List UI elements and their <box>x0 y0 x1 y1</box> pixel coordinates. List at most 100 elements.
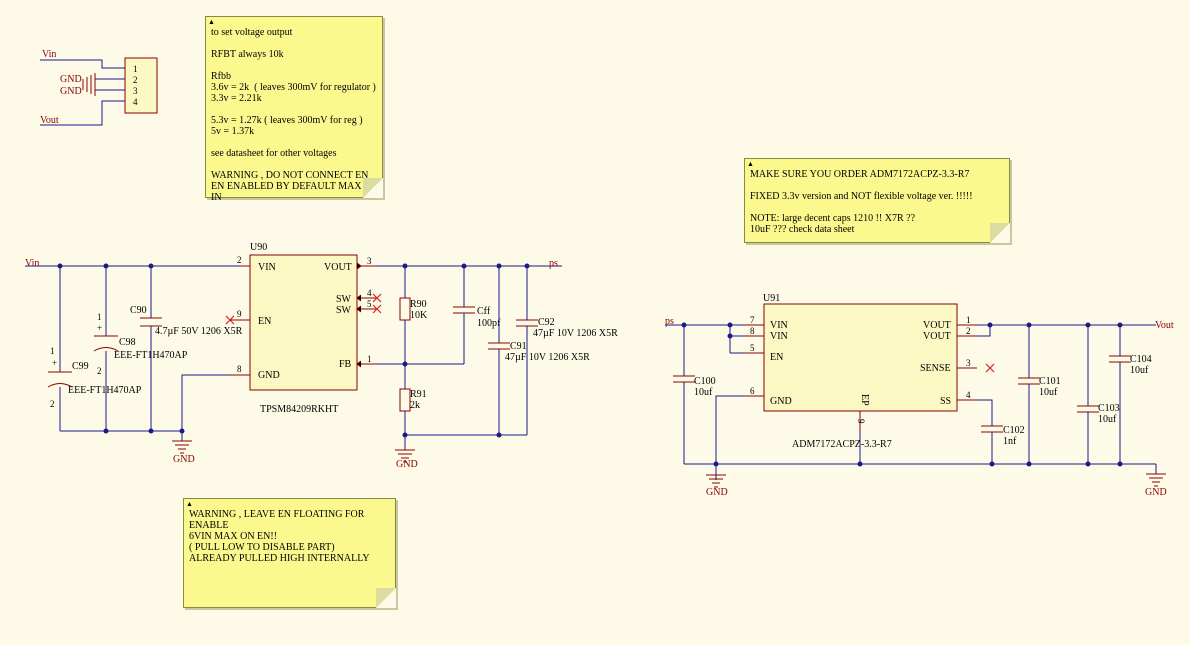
u91-pin-sense-num: 3 <box>966 358 971 368</box>
c104-value: 10uf <box>1130 365 1149 376</box>
u90-pin-en-num: 9 <box>237 309 242 319</box>
c91-value: 47µF 10V 1206 X5R <box>505 352 590 363</box>
u90-pin-en: EN <box>258 316 271 327</box>
connector-pin-4: 4 <box>133 97 138 107</box>
note-line: 3.3v = 2.21k <box>211 93 262 104</box>
u91-pin-vout1: VOUT <box>923 320 951 331</box>
svg-text:+: + <box>97 323 102 333</box>
c103-designator: C103 <box>1098 403 1120 414</box>
net-label-ps-out: ps <box>549 258 558 269</box>
c101-value: 10uf <box>1039 387 1058 398</box>
u91-pin-vout2-num: 2 <box>966 326 971 336</box>
u90-body <box>249 254 358 391</box>
cff-designator: Cff <box>477 306 491 317</box>
u90-pin-sw1: SW <box>336 294 352 305</box>
note-line: 10uF ??? check data sheet <box>750 224 855 235</box>
c98-pin1: 1 <box>97 312 102 322</box>
c92-designator: C92 <box>538 317 555 328</box>
u91-pin-ss: SS <box>940 396 951 407</box>
u91-pin-vin2-num: 8 <box>750 326 755 336</box>
note-order-part: ▲ MAKE SURE YOU ORDER ADM7172ACPZ-3.3-R7… <box>744 158 1010 243</box>
c99-pin1: 1 <box>50 346 55 356</box>
u90-pin-sw2-num: 5 <box>367 299 372 309</box>
c102-value: 1nf <box>1003 436 1017 447</box>
connector-pin-3: 3 <box>133 86 138 96</box>
note-line <box>750 180 1004 191</box>
u91-pin-en-num: 5 <box>750 343 755 353</box>
c101-designator: C101 <box>1039 376 1061 387</box>
note-line: ENABLE <box>189 520 229 531</box>
note-voltage-setting: ▲ to set voltage output RFBT always 10k … <box>205 16 383 203</box>
u90-pin-vout: VOUT <box>324 262 352 273</box>
u91-pin-vin1: VIN <box>770 320 788 331</box>
u91-designator: U91 <box>763 293 780 304</box>
u91-pin-vout2: VOUT <box>923 331 951 342</box>
u91-pin-en: EN <box>770 352 783 363</box>
u91-pin-vin2: VIN <box>770 331 788 342</box>
connector-gnd-label-2: GND <box>60 86 82 97</box>
u91-pin-ep-num: 9 <box>856 419 866 424</box>
u91-pin-gnd: GND <box>770 396 792 407</box>
u91-part-number: ADM7172ACPZ-3.3-R7 <box>792 439 892 450</box>
note-line: ( PULL LOW TO DISABLE PART) <box>189 542 335 553</box>
note-line <box>211 38 377 49</box>
c103-value: 10uf <box>1098 414 1117 425</box>
note-line: RFBT always 10k <box>211 49 284 60</box>
u91-pin-vin1-num: 7 <box>750 315 755 325</box>
r90-designator: R90 <box>410 299 427 310</box>
c100-value: 10uf <box>694 387 713 398</box>
note-line <box>750 202 1004 213</box>
note-line <box>211 137 377 148</box>
connector-header: Vin Vout GND GND 1 2 3 4 <box>40 49 158 126</box>
note-line: EN ENABLED BY DEFAULT MAX 6V <box>211 181 377 192</box>
note-line: 6VIN MAX ON EN!! <box>189 531 278 542</box>
u90-part-number: TPSM84209RKHT <box>260 404 338 415</box>
u90-pin-fb: FB <box>339 359 352 370</box>
c98-plate-neg <box>93 347 119 352</box>
r91-designator: R91 <box>410 389 427 400</box>
note-line: 5.3v = 1.27k ( leaves 300mV for reg ) <box>211 115 363 126</box>
u91-pin-ss-num: 4 <box>966 390 971 400</box>
svg-text:+: + <box>52 358 57 368</box>
net-label-vin-main: Vin <box>25 258 39 269</box>
connector-gnd-label-1: GND <box>60 74 82 85</box>
gnd-label-center: GND <box>396 459 418 470</box>
gnd-label-ldo-left: GND <box>706 487 728 498</box>
u91-pin-ep: EP <box>859 394 870 406</box>
note-voltage-text: to set voltage output RFBT always 10k Rf… <box>211 27 377 203</box>
u90-pin-sw1-num: 4 <box>367 288 372 298</box>
r91-value: 2k <box>410 400 420 411</box>
note-line: 5v = 1.37k <box>211 126 255 137</box>
net-label-vin-top: Vin <box>42 49 56 60</box>
u90-pin-vout-num: 3 <box>367 256 372 266</box>
u91-pin-gnd-num: 6 <box>750 386 755 396</box>
u90-pin-sw2: SW <box>336 305 352 316</box>
note-line <box>211 104 377 115</box>
connector-pin-1: 1 <box>133 64 138 74</box>
c99-pin2: 2 <box>50 399 55 409</box>
u90-pin-vin: VIN <box>258 262 276 273</box>
note-line: IN <box>211 192 222 203</box>
c98-pin2: 2 <box>97 366 102 376</box>
u90-designator: U90 <box>250 242 267 253</box>
note-line: FIXED 3.3v version and NOT flexible volt… <box>750 191 973 202</box>
adm7172-circuit: ps C100 10uf GND U91 <box>665 293 1174 498</box>
c98-designator: C98 <box>119 337 136 348</box>
gnd-label-left: GND <box>173 454 195 465</box>
u90-pin-vin-num: 2 <box>237 255 242 265</box>
net-label-vout-right: Vout <box>1155 320 1174 331</box>
net-label-ps-in: ps <box>665 316 674 327</box>
note-line: to set voltage output <box>211 27 293 38</box>
note-line: Rfbb <box>211 71 231 82</box>
connector-pin-2: 2 <box>133 75 138 85</box>
r90-value: 10K <box>410 310 428 321</box>
c104-designator: C104 <box>1130 354 1152 365</box>
u91-pin-vout1-num: 1 <box>966 315 971 325</box>
gnd-label-ldo-right: GND <box>1145 487 1167 498</box>
c99-designator: C99 <box>72 361 89 372</box>
c92-value: 47µF 10V 1206 X5R <box>533 328 618 339</box>
